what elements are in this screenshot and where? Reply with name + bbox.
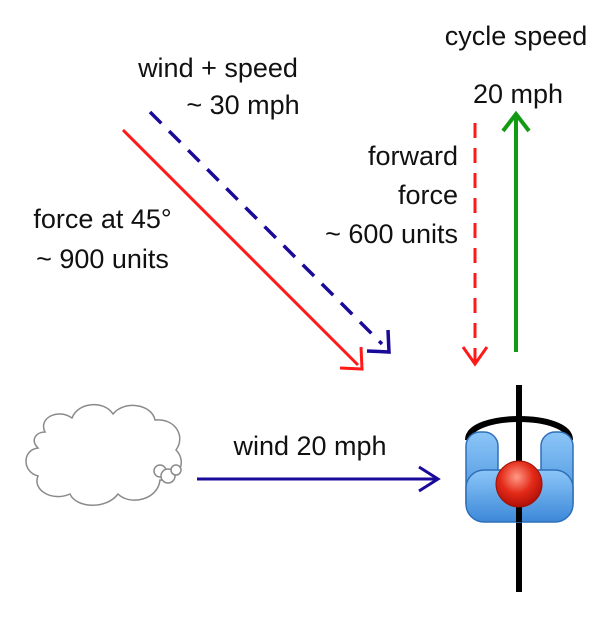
force-at-45-value-label: ~ 900 units (36, 244, 169, 274)
handlebar (465, 416, 573, 441)
cycle-speed-label: cycle speed (444, 21, 588, 51)
cloud-icon (25, 404, 182, 506)
force-at-45-arrow (121, 128, 364, 371)
cyclist-icon (465, 385, 574, 592)
wind-label: wind 20 mph (233, 431, 387, 461)
rider-head (495, 460, 543, 508)
cycle-speed-value-label: 20 mph (472, 79, 564, 109)
forward-force-arrow (461, 123, 489, 367)
wind-plus-speed-label: wind + speed (138, 53, 298, 83)
forward-force-value-label: ~ 600 units (325, 219, 458, 249)
forward-force-label-line2: force (397, 180, 458, 210)
wind-arrow (197, 465, 441, 493)
wind-plus-speed-value-label: ~ 30 mph (186, 90, 300, 120)
cycle-speed-arrow (501, 110, 531, 352)
forward-force-label-line1: forward (367, 141, 458, 171)
wind-plus-speed-arrow (148, 110, 391, 354)
force-at-45-label: force at 45° (33, 204, 172, 234)
